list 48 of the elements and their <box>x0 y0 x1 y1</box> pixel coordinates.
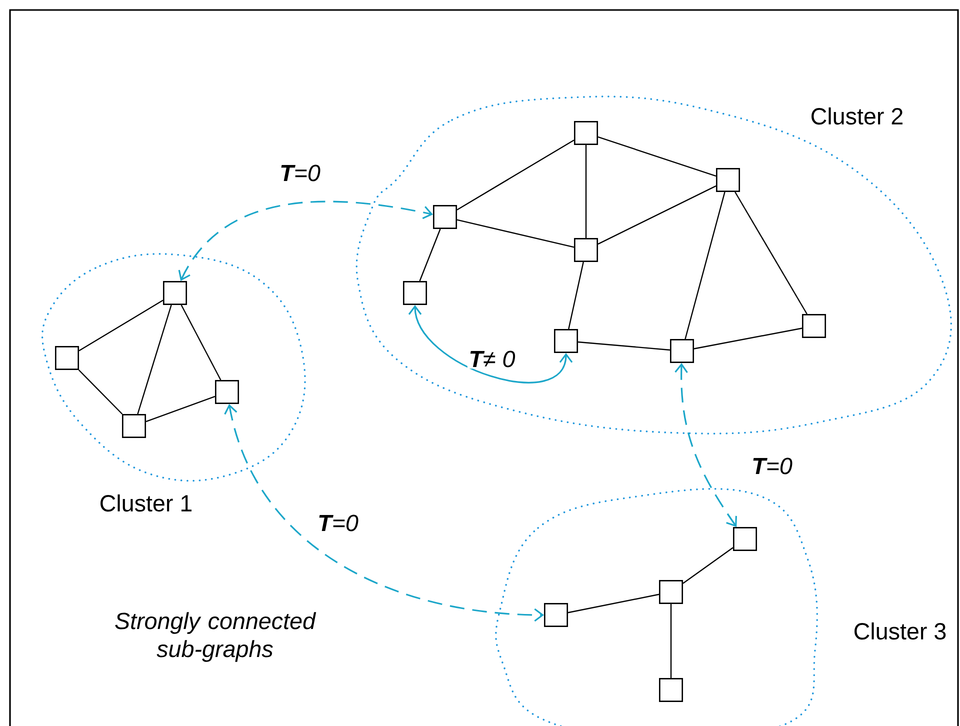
graph-edge <box>78 370 123 414</box>
node-label: Cluster 3 <box>854 622 946 640</box>
node-label: Cluster 1 <box>100 494 192 512</box>
graph-edge <box>456 140 574 210</box>
square-node <box>574 121 598 145</box>
graph-edge <box>734 192 808 314</box>
double-arrow <box>674 363 737 527</box>
graph-edge <box>78 300 164 352</box>
graph-edge <box>598 185 716 245</box>
square-node <box>554 329 578 353</box>
square-node <box>55 346 79 370</box>
graph-edge <box>694 328 802 350</box>
square-node <box>163 281 187 305</box>
square-node <box>433 205 457 229</box>
graph-edge <box>585 145 587 238</box>
square-node <box>574 238 598 262</box>
edge-label: T≠ 0 <box>467 349 517 369</box>
cluster-outline: Cluster 1 <box>41 253 306 512</box>
edge-label: T=0 <box>278 163 322 183</box>
cluster-outline: Cluster 3 <box>495 488 946 726</box>
graph-edge <box>670 604 672 678</box>
graph-edge <box>146 396 216 422</box>
double-arrow <box>408 305 573 384</box>
graph-edge <box>684 192 726 340</box>
square-node <box>670 339 694 363</box>
graph-edge <box>456 219 574 248</box>
graph-edge <box>180 304 222 380</box>
double-arrow <box>178 200 433 281</box>
graph-edge <box>578 341 670 351</box>
graph-edge <box>137 304 172 414</box>
graph-edge <box>682 547 734 584</box>
graph-edge <box>419 228 441 282</box>
square-node <box>659 678 683 702</box>
edge-label: T=0 <box>750 456 794 476</box>
square-node <box>659 580 683 604</box>
square-node <box>403 281 427 305</box>
edge-label: T=0 <box>316 513 360 533</box>
square-node <box>544 603 568 627</box>
square-node <box>733 527 757 551</box>
double-arrow <box>224 404 544 622</box>
square-node <box>802 314 826 338</box>
caption-text: Strongly connected sub-graphs <box>115 612 316 662</box>
graph-edge <box>568 594 660 614</box>
square-node <box>122 414 146 438</box>
square-node <box>716 168 740 192</box>
square-node <box>215 380 239 404</box>
graph-edge <box>568 262 584 330</box>
graph-edge <box>598 136 716 177</box>
